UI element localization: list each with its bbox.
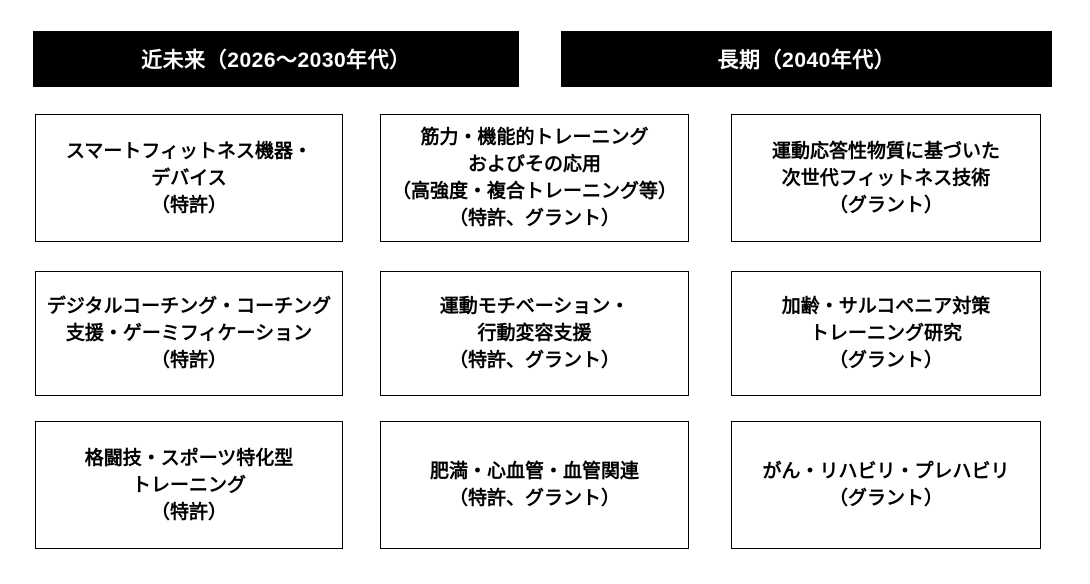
- box-line: （特許）: [150, 501, 227, 523]
- box-digital-coaching-gamification: デジタルコーチング・コーチング 支援・ゲーミフィケーション （特許）: [35, 271, 343, 396]
- box-line: がん・リハビリ・プレハビリ: [762, 461, 1010, 482]
- box-line: （特許）: [150, 350, 227, 371]
- box-line: 格闘技・スポーツ特化型: [84, 447, 294, 469]
- box-line: 運動応答性物質に基づいた: [771, 140, 1000, 162]
- box-line: 加齢・サルコペニア対策: [781, 296, 991, 317]
- box-line: 肥満・心血管・血管関連: [429, 461, 639, 482]
- box-line: （特許、グラント）: [448, 350, 620, 371]
- box-line: （特許）: [150, 194, 227, 216]
- box-line: （グラント）: [828, 350, 943, 371]
- header-near-future: 近未来（2026～2030年代）: [33, 31, 519, 87]
- box-line: 次世代フィットネス技術: [781, 167, 991, 189]
- box-line: 行動変容支援: [477, 323, 592, 344]
- box-aging-sarcopenia-training: 加齢・サルコペニア対策 トレーニング研究 （グラント）: [731, 271, 1041, 396]
- box-smart-fitness-devices: スマートフィットネス機器・ デバイス （特許）: [35, 114, 343, 242]
- box-line: （高強度・複合トレーニング等）: [391, 181, 677, 202]
- box-line: デジタルコーチング・コーチング: [46, 296, 332, 317]
- box-line: （グラント）: [828, 488, 943, 509]
- box-exercise-motivation-behavior-change: 運動モチベーション・ 行動変容支援 （特許、グラント）: [380, 271, 689, 396]
- box-line: およびその応用: [467, 154, 601, 175]
- box-line: （特許、グラント）: [448, 488, 620, 509]
- box-exercise-responsive-substances: 運動応答性物質に基づいた 次世代フィットネス技術 （グラント）: [731, 114, 1041, 242]
- box-line: スマートフィットネス機器・: [65, 140, 313, 162]
- box-line: 支援・ゲーミフィケーション: [65, 323, 313, 344]
- box-line: デバイス: [151, 167, 227, 189]
- box-obesity-cardiovascular: 肥満・心血管・血管関連 （特許、グラント）: [380, 421, 689, 549]
- box-line: トレーニング: [131, 474, 246, 496]
- box-line: 運動モチベーション・: [439, 296, 630, 317]
- box-line: トレーニング研究: [809, 323, 962, 344]
- box-line: （特許、グラント）: [448, 208, 620, 229]
- box-martial-arts-sports-specific-training: 格闘技・スポーツ特化型 トレーニング （特許）: [35, 421, 343, 549]
- box-strength-functional-training: 筋力・機能的トレーニング およびその応用 （高強度・複合トレーニング等） （特許…: [380, 114, 689, 242]
- header-long-term: 長期（2040年代）: [561, 31, 1052, 87]
- box-line: 筋力・機能的トレーニング: [420, 127, 649, 148]
- box-line: （グラント）: [828, 194, 943, 216]
- box-cancer-rehab-prehab: がん・リハビリ・プレハビリ （グラント）: [731, 421, 1041, 549]
